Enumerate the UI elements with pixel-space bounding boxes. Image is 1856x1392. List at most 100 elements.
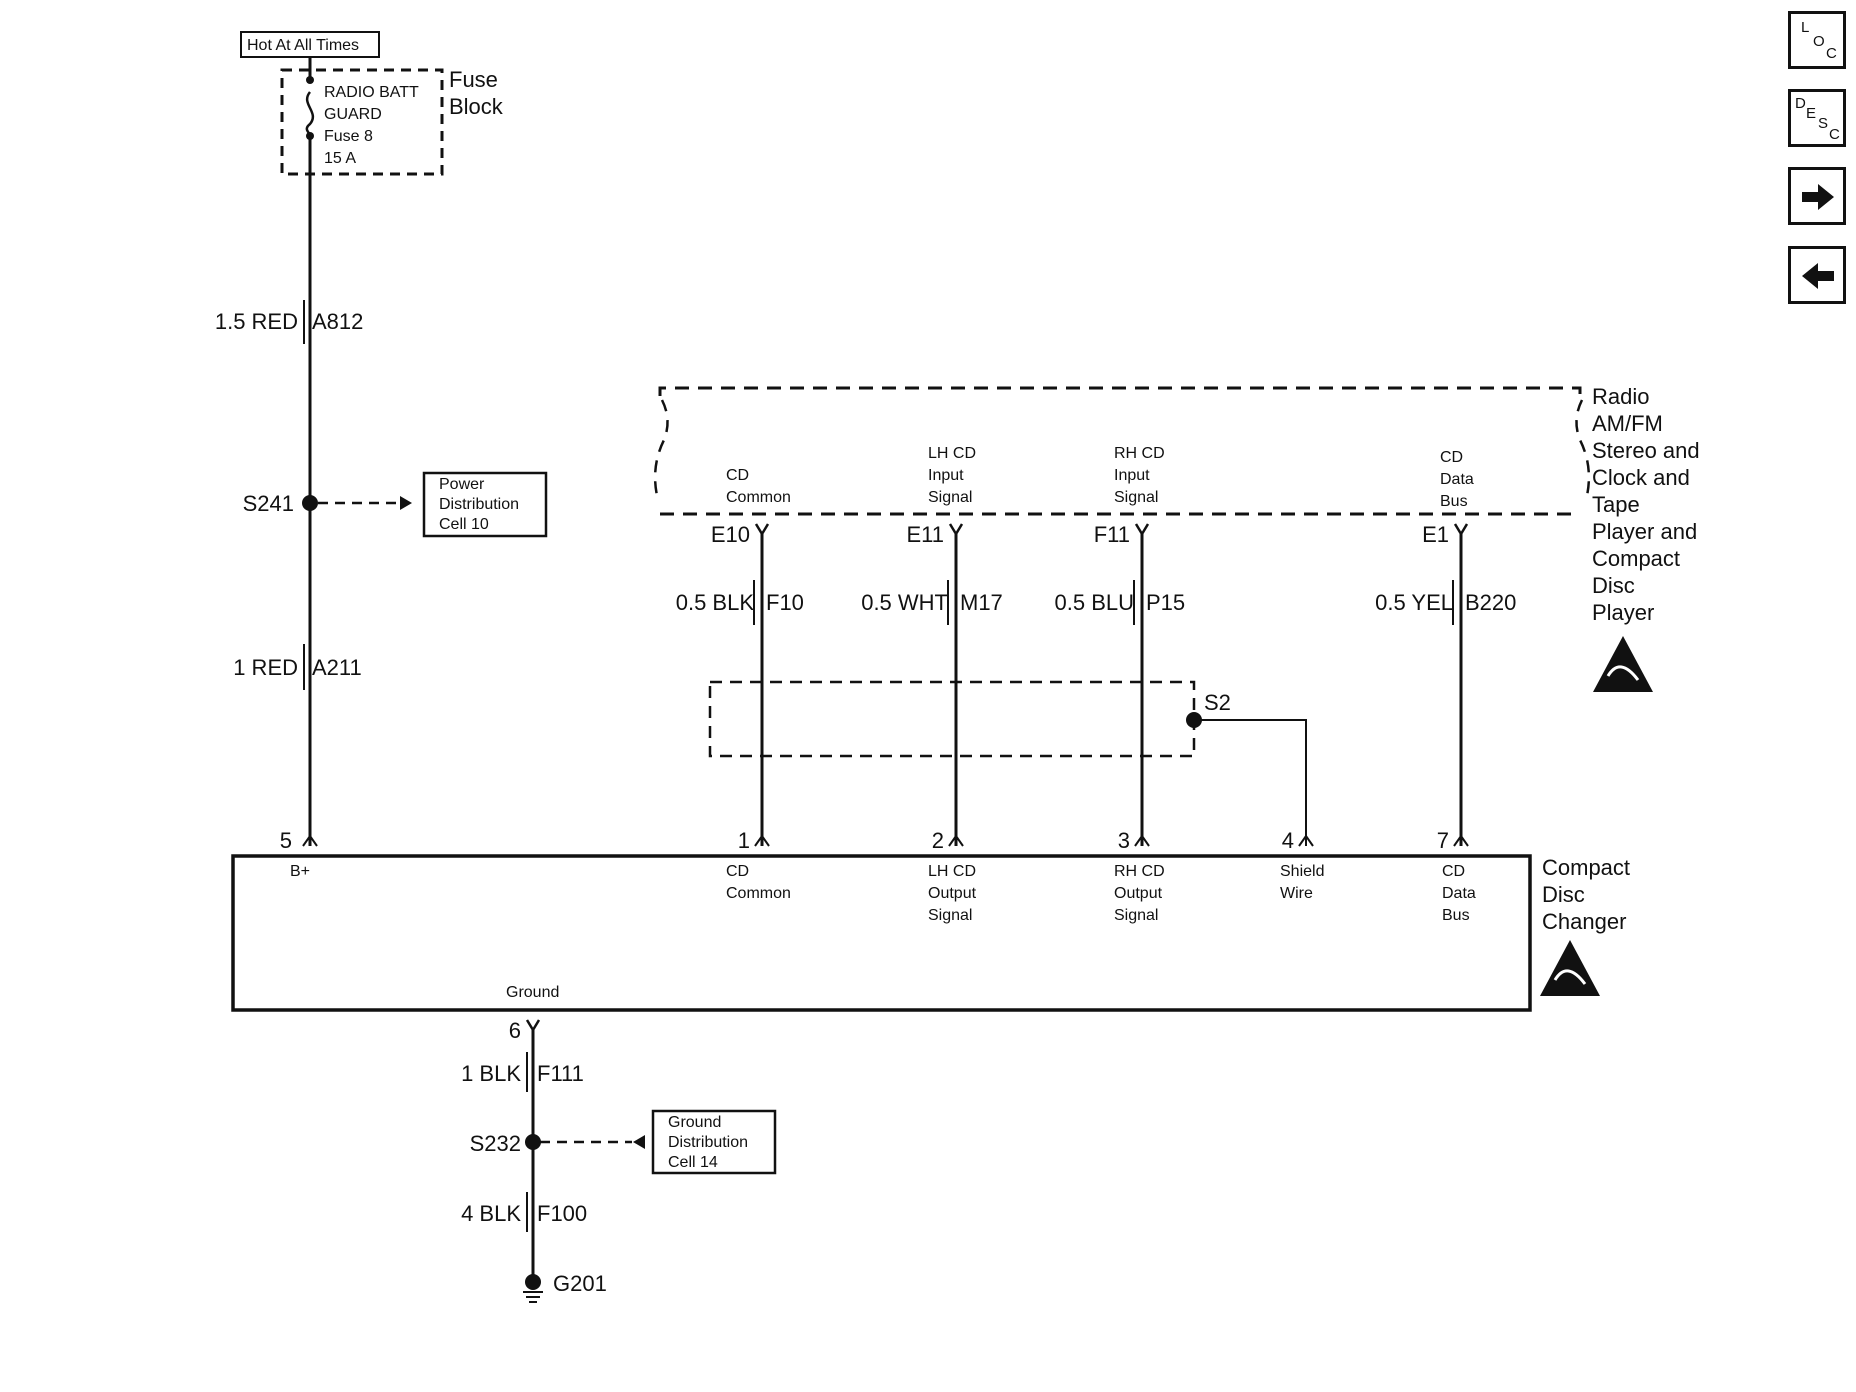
ref-text: Cell 10 xyxy=(439,516,489,533)
terminal-desc: Data xyxy=(1440,471,1474,488)
pin-number: 3 xyxy=(1118,828,1130,853)
circuit-label: F111 xyxy=(537,1061,584,1086)
terminal-pin: E11 xyxy=(906,522,944,547)
svg-text:Player: Player xyxy=(1592,600,1654,625)
pin-number: 7 xyxy=(1437,828,1449,853)
pin-desc: Output xyxy=(928,885,977,902)
pin-number: 4 xyxy=(1282,828,1294,853)
svg-text:Compact: Compact xyxy=(1542,855,1630,880)
terminal-desc: Signal xyxy=(928,489,972,506)
pin-desc: Wire xyxy=(1280,885,1313,902)
shield-outline xyxy=(708,680,1196,758)
pin-number: 5 xyxy=(280,828,292,853)
terminal-desc: CD xyxy=(1440,449,1463,466)
power-distribution-ref-box[interactable] xyxy=(422,471,548,538)
wire-color-label: 0.5 BLU xyxy=(1055,590,1135,615)
svg-text:Radio: Radio xyxy=(1592,384,1649,409)
pin-desc: Signal xyxy=(928,907,972,924)
ground-distribution-ref-box[interactable] xyxy=(651,1109,777,1175)
terminal-desc: Bus xyxy=(1440,493,1468,510)
splice-s232-dot xyxy=(525,1134,541,1150)
terminal-desc: LH CD xyxy=(928,445,976,462)
fuse-block-outline xyxy=(280,68,444,176)
fuse-text: GUARD xyxy=(324,106,382,123)
svg-text:Player and: Player and xyxy=(1592,519,1697,544)
ref-text: Cell 14 xyxy=(668,1154,718,1171)
esd-warning-icon xyxy=(1540,940,1600,996)
wire-color-label: 1.5 RED xyxy=(215,309,298,334)
arrow-right-icon xyxy=(1802,184,1834,210)
cd-changer-box xyxy=(231,854,1532,1012)
pin-desc: LH CD xyxy=(928,863,976,880)
terminal-desc: Input xyxy=(928,467,964,484)
hot-at-all-times-label: Hot At All Times xyxy=(247,37,359,54)
circuit-label: M17 xyxy=(960,590,1003,615)
fuse-text: 15 A xyxy=(324,150,356,167)
loc-button[interactable]: L O C xyxy=(1788,11,1846,69)
pin-desc: Output xyxy=(1114,885,1163,902)
terminal-desc: Signal xyxy=(1114,489,1158,506)
ref-text: Distribution xyxy=(439,496,519,513)
svg-text:Tape: Tape xyxy=(1592,492,1640,517)
pin-desc: CD xyxy=(1442,863,1465,880)
wire-color-label: 4 BLK xyxy=(461,1201,521,1226)
pin-number: 6 xyxy=(509,1018,521,1043)
svg-text:Clock and: Clock and xyxy=(1592,465,1690,490)
next-page-button[interactable] xyxy=(1788,167,1846,225)
arrow-left-icon xyxy=(1802,263,1834,289)
circuit-label: F100 xyxy=(537,1201,587,1226)
terminal-pin: E10 xyxy=(711,522,750,547)
desc-button[interactable]: D E S C xyxy=(1788,89,1846,147)
svg-text:Compact: Compact xyxy=(1592,546,1680,571)
wire-color-label: 0.5 WHT xyxy=(861,590,948,615)
terminal-desc: RH CD xyxy=(1114,445,1165,462)
fuse-text: Fuse 8 xyxy=(324,128,373,145)
ref-text: Distribution xyxy=(668,1134,748,1151)
pin-desc: Common xyxy=(726,885,791,902)
circuit-label: P15 xyxy=(1146,590,1185,615)
splice-s241-dot xyxy=(302,495,318,511)
prev-page-button[interactable] xyxy=(1788,246,1846,304)
pin-desc: Data xyxy=(1442,885,1476,902)
pin-desc: Shield xyxy=(1280,863,1324,880)
ref-text: Ground xyxy=(668,1114,721,1131)
esd-warning-icon xyxy=(1593,636,1653,692)
svg-text:Disc: Disc xyxy=(1542,882,1585,907)
terminal-pin: E1 xyxy=(1422,522,1449,547)
terminal-desc: Input xyxy=(1114,467,1150,484)
terminal-desc: CD xyxy=(726,467,749,484)
circuit-label: A211 xyxy=(312,655,362,680)
wire-color-label: 1 BLK xyxy=(461,1061,521,1086)
circuit-label: A812 xyxy=(312,309,363,334)
pin-number: 1 xyxy=(738,828,750,853)
splice-label: S2 xyxy=(1204,690,1231,715)
svg-text:Changer: Changer xyxy=(1542,909,1626,934)
wire-color-label: 0.5 YEL xyxy=(1375,590,1453,615)
circuit-label: F10 xyxy=(766,590,804,615)
ground-g201-dot xyxy=(525,1274,541,1290)
circuit-label: B220 xyxy=(1465,590,1516,615)
svg-text:Stereo and: Stereo and xyxy=(1592,438,1700,463)
splice-label: S232 xyxy=(470,1131,521,1156)
fuse-block-label: Fuse xyxy=(449,67,498,92)
ref-text: Power xyxy=(439,476,485,493)
cd-changer-label: Compact Disc Changer xyxy=(1542,855,1630,934)
ground-point-label: G201 xyxy=(553,1271,607,1296)
radio-label: Radio AM/FM Stereo and Clock and Tape Pl… xyxy=(1592,384,1700,625)
pin-desc: Signal xyxy=(1114,907,1158,924)
fuse-block-label: Block xyxy=(449,94,504,119)
terminal-pin: F11 xyxy=(1094,522,1130,547)
ground-pin-desc: Ground xyxy=(506,984,559,1001)
wire-color-label: 0.5 BLK xyxy=(676,590,755,615)
pin-desc: CD xyxy=(726,863,749,880)
terminal-desc: Common xyxy=(726,489,791,506)
svg-text:Disc: Disc xyxy=(1592,573,1635,598)
splice-s2-dot xyxy=(1186,712,1202,728)
fuse-text: RADIO BATT xyxy=(324,84,419,101)
pin-desc: B+ xyxy=(290,863,310,880)
wire-color-label: 1 RED xyxy=(233,655,298,680)
svg-text:AM/FM: AM/FM xyxy=(1592,411,1663,436)
pin-desc: RH CD xyxy=(1114,863,1165,880)
splice-label: S241 xyxy=(243,491,294,516)
